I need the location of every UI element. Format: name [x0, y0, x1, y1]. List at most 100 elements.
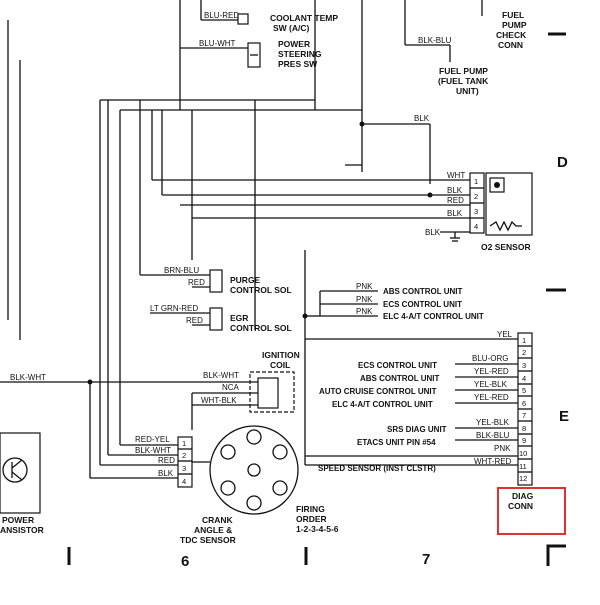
diag-wire-3: BLU-ORG [472, 354, 508, 363]
o2-wire-3: RED [447, 196, 464, 205]
crank-sensor-disc [209, 425, 299, 515]
o2-wire-4: BLK [447, 209, 463, 218]
diag-wire-5: YEL-BLK [474, 380, 508, 389]
pnk-wire-2: PNK [356, 295, 373, 304]
diag-label-cruise: AUTO CRUISE CONTROL UNIT [319, 387, 437, 396]
fuel-check-label-2: PUMP [502, 20, 527, 30]
firing-order-label-3: 1-2-3-4-5-6 [296, 524, 339, 534]
pnk-wire-1: PNK [356, 282, 373, 291]
diag-wire-11: WHT-RED [474, 457, 512, 466]
power-transistor-box [0, 432, 41, 514]
diag-pin-6: 6 [522, 399, 526, 408]
egr-label-1: EGR [230, 313, 248, 323]
diag-label-abs: ABS CONTROL UNIT [360, 374, 440, 383]
o2-pin-4: 4 [474, 222, 478, 231]
o2-ground-wire: BLK [425, 228, 441, 237]
grid-corner-mark [546, 544, 566, 566]
diag-pin-5: 5 [522, 386, 526, 395]
crank-label-1: CRANK [202, 515, 234, 525]
egr-wire-1: LT GRN-RED [150, 304, 198, 313]
diag-wire-10: PNK [494, 444, 511, 453]
diag-conn-label-1: DIAG [512, 491, 534, 501]
crank-pin-1: 1 [182, 439, 186, 448]
coolant-temp-label-2: SW (A/C) [273, 23, 310, 33]
coolant-switch-symbol [237, 13, 249, 25]
fuel-check-label-1: FUEL [502, 10, 524, 20]
coolant-temp-label: COOLANT TEMP [270, 13, 338, 23]
diag-pin-9: 9 [522, 436, 526, 445]
purge-wire-1: BRN-BLU [164, 266, 199, 275]
fuel-pump-wire-color: BLK-BLU [418, 36, 452, 45]
o2-wire-2: BLK [447, 186, 463, 195]
grid-row-e: E [559, 408, 569, 425]
diag-label-ecs: ECS CONTROL UNIT [358, 361, 437, 370]
fuel-pump-label-2: (FUEL TANK [438, 76, 489, 86]
crank-wire-1: RED-YEL [135, 435, 170, 444]
diag-pin-4: 4 [522, 374, 526, 383]
crank-pin-2: 2 [182, 451, 186, 460]
diag-label-elc: ELC 4-A/T CONTROL UNIT [332, 400, 433, 409]
o2-blk-top-wire: BLK [414, 114, 430, 123]
diag-pin-11: 11 [519, 462, 527, 471]
o2-pin-3: 3 [474, 207, 478, 216]
pnk-unit-elc: ELC 4-A/T CONTROL UNIT [383, 312, 484, 321]
pnk-unit-abs: ABS CONTROL UNIT [383, 287, 463, 296]
diag-wire-4: YEL-RED [474, 367, 509, 376]
diag-conn-highlight [497, 487, 566, 535]
egr-wire-2: RED [186, 316, 203, 325]
grid-col-7: 7 [422, 551, 430, 568]
ignition-wire-nca: NCA [222, 383, 240, 392]
ignition-label-1: IGNITION [262, 350, 300, 360]
ps-label-3: PRES SW [278, 59, 318, 69]
grid-col-6: 6 [181, 553, 189, 570]
grid-row-d: D [557, 154, 568, 171]
diag-connector-pins: 1 2 3 4 5 6 7 8 9 10 11 12 [518, 336, 532, 483]
diag-label-speed: SPEED SENSOR (INST CLSTR) [318, 464, 436, 473]
diag-pin-8: 8 [522, 424, 526, 433]
diag-wire-yel: YEL [497, 330, 513, 339]
crank-wire-2: BLK-WHT [135, 446, 171, 455]
crank-wire-4: BLK [158, 469, 174, 478]
o2-pin-1: 1 [474, 177, 478, 186]
diag-pin-12: 12 [519, 474, 527, 483]
diag-pin-7: 7 [522, 411, 526, 420]
o2-pin-2: 2 [474, 192, 478, 201]
power-transistor-label-1: POWER [2, 515, 34, 525]
diag-wire-8: YEL-BLK [476, 418, 510, 427]
diag-pin-10: 10 [519, 449, 527, 458]
diag-label-srs: SRS DIAG UNIT [387, 425, 447, 434]
diag-wire-9: BLK-BLU [476, 431, 510, 440]
power-transistor-label-2: ANSISTOR [0, 525, 44, 535]
fuel-pump-label-1: FUEL PUMP [439, 66, 488, 76]
crank-label-2: ANGLE & [194, 525, 232, 535]
ps-wire-color: BLU-WHT [199, 39, 236, 48]
firing-order-label-2: ORDER [296, 514, 327, 524]
pnk-unit-ecs: ECS CONTROL UNIT [383, 300, 462, 309]
ignition-label-2: COIL [270, 360, 290, 370]
left-blk-wht-wire: BLK-WHT [10, 373, 46, 382]
fuel-check-label-3: CHECK [496, 30, 527, 40]
crank-pin-4: 4 [182, 477, 186, 486]
diag-pin-3: 3 [522, 361, 526, 370]
fuel-check-label-4: CONN [498, 40, 523, 50]
diag-pin-1: 1 [522, 336, 526, 345]
fuel-pump-label-3: UNIT) [456, 86, 479, 96]
ignition-wire-blkwht: BLK-WHT [203, 371, 239, 380]
diag-pin-2: 2 [522, 348, 526, 357]
diag-conn-label-2: CONN [508, 501, 533, 511]
purge-connector [209, 269, 223, 293]
purge-wire-2: RED [188, 278, 205, 287]
pnk-wire-3: PNK [356, 307, 373, 316]
egr-connector [209, 307, 223, 331]
ignition-wire-whtblk: WHT-BLK [201, 396, 237, 405]
ps-label-1: POWER [278, 39, 310, 49]
diag-label-etacs: ETACS UNIT PIN #54 [357, 438, 436, 447]
purge-label-2: CONTROL SOL [230, 285, 292, 295]
coolant-wire-color: BLU-RED [204, 11, 239, 20]
o2-wire-1: WHT [447, 171, 465, 180]
firing-order-label-1: FIRING [296, 504, 325, 514]
crank-wire-3: RED [158, 456, 175, 465]
diag-wire-6: YEL-RED [474, 393, 509, 402]
